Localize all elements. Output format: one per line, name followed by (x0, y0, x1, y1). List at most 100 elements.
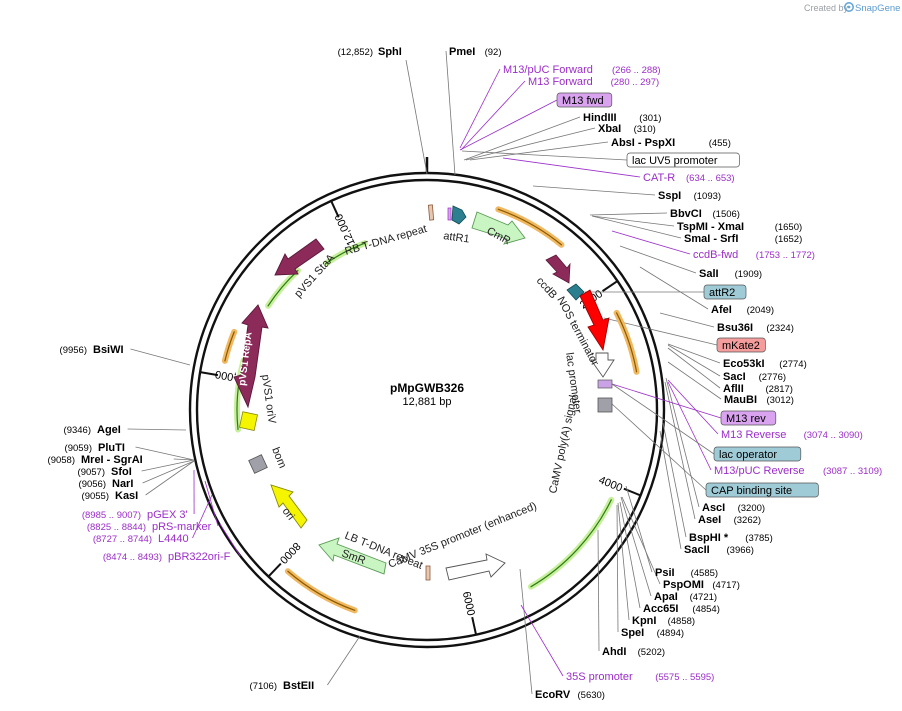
enzyme-name: XbaI (598, 123, 621, 135)
boxed-feature-bg (720, 410, 777, 426)
leader-line (459, 99, 558, 151)
enzyme-pos: (9058) (48, 455, 75, 466)
leader-line (532, 185, 656, 196)
orf-arc-rb-line (325, 242, 366, 264)
leader-line (219, 523, 241, 557)
enzyme-pos: (5202) (638, 647, 665, 658)
enzyme-name: BstEII (283, 680, 314, 692)
enzyme-pos: (310) (634, 124, 656, 135)
mKate2-arrow (579, 289, 610, 352)
enzyme-name: KpnI (632, 615, 656, 627)
enzyme-name: SalI (699, 268, 719, 280)
leader-line (591, 215, 675, 227)
scale-tick-label: 8000 (277, 540, 303, 566)
enzyme-name: BsiWI (93, 344, 124, 356)
enzyme-pos: (4858) (668, 616, 695, 627)
enzyme-pos: (2776) (759, 372, 786, 383)
primer-range: (3087 .. 3109) (823, 466, 882, 477)
primer-name: M13/pUC Reverse (714, 465, 804, 477)
enzyme-name: AscI (702, 502, 725, 514)
scale-tick (471, 616, 478, 635)
enzyme-pos: (3966) (727, 545, 754, 556)
enzyme-name: SspI (658, 190, 681, 202)
leader-line (405, 59, 428, 175)
leader-line (621, 496, 661, 585)
enzyme-pos: (1652) (775, 234, 802, 245)
enzyme-name: SacII (684, 544, 710, 556)
snapgene-logo-icon (843, 2, 854, 12)
leader-line (173, 458, 195, 461)
enzyme-pos: (4721) (690, 592, 717, 603)
enzyme-name: Eco53kI (723, 358, 765, 370)
leader-line (611, 383, 715, 455)
leader-line (667, 379, 719, 435)
orf-arc-mkate (613, 309, 640, 375)
leader-line (459, 68, 501, 149)
leader-line (502, 157, 641, 178)
enzyme-name: HindIII (583, 112, 617, 124)
label-ccdB: ccdB (534, 275, 559, 301)
primer-range: (5575 .. 5595) (655, 672, 714, 683)
enzyme-pos: (9956) (60, 345, 87, 356)
primer-range: (8727 .. 8744) (93, 534, 152, 545)
credit-brand: SnapGene (855, 3, 900, 14)
enzyme-name: EcoRV (535, 689, 571, 701)
boxed-feature-label: CAP binding site (711, 485, 792, 497)
leader-line (617, 502, 630, 621)
primer-name: 35S promoter (566, 671, 633, 683)
leader-line (639, 266, 709, 310)
orf-arc-smR (284, 568, 358, 614)
enzyme-name: NarI (112, 478, 133, 490)
scale-tick-label: 6000 (460, 590, 477, 616)
attR1-shape (451, 205, 467, 225)
enzyme-pos: (4585) (691, 568, 718, 579)
leader-line (327, 635, 361, 686)
rb-tdna-repeat-mark (427, 204, 435, 221)
enzyme-pos: (3785) (745, 533, 772, 544)
leader-line (192, 494, 213, 539)
enzyme-pos: (4854) (692, 604, 719, 615)
primer-name: M13/pUC Forward (503, 64, 593, 76)
enzyme-name: AflII (723, 383, 744, 395)
primer-name: M13 Reverse (721, 429, 786, 441)
leader-line (664, 381, 696, 520)
label-smR: SmR (340, 548, 367, 568)
leader-line (463, 116, 581, 161)
boxed-feature-label: attR2 (709, 287, 735, 299)
leader-line (662, 422, 687, 538)
boxed-feature-label: lac operator (719, 449, 777, 461)
primer-name: CAT-R (643, 172, 675, 184)
orf-arc-repA2-line (224, 331, 235, 362)
plasmid-name: pMpGWB326 (390, 381, 464, 395)
enzyme-name: Bsu36I (717, 322, 753, 334)
primer-range: (634 .. 653) (686, 173, 735, 184)
label-camv-polya: CaMV poly(A) signal (547, 394, 580, 495)
primer-range: (8474 .. 8493) (103, 552, 162, 563)
leader-line (519, 568, 533, 695)
boxed-feature-label: M13 fwd (562, 95, 604, 107)
leader-line (667, 344, 721, 377)
enzyme-pos: (2817) (766, 384, 793, 395)
enzyme-name: AseI (698, 514, 721, 526)
lb-tdna-repeat-mark (425, 565, 431, 581)
primer-range: (1753 .. 1772) (756, 250, 815, 261)
boxed-feature-bg (626, 152, 740, 168)
nos-terminator-arrow (590, 352, 615, 378)
enzyme-name-sphI: SphI (378, 46, 402, 58)
camv-35s-promoter-arrow (445, 553, 506, 581)
enzyme-pos: (9055) (82, 491, 109, 502)
orf-arc-cmR-line (497, 208, 563, 246)
enzyme-pos: (9059) (65, 443, 92, 454)
enzyme-name: ApaI (654, 591, 678, 603)
enzyme-name: PluTI (98, 442, 125, 454)
boxed-feature-bg (713, 446, 802, 462)
enzyme-name: BspHI * (689, 532, 729, 544)
leader-line (589, 212, 668, 216)
orf-arc-mkate-line (615, 312, 638, 373)
leader-line (667, 361, 722, 400)
enzyme-name: SmaI - SrfI (684, 233, 738, 245)
enzyme-name: MreI - SgrAI (81, 454, 143, 466)
leader-line (445, 50, 456, 176)
enzyme-name: AbsI - PspXI (611, 137, 675, 149)
